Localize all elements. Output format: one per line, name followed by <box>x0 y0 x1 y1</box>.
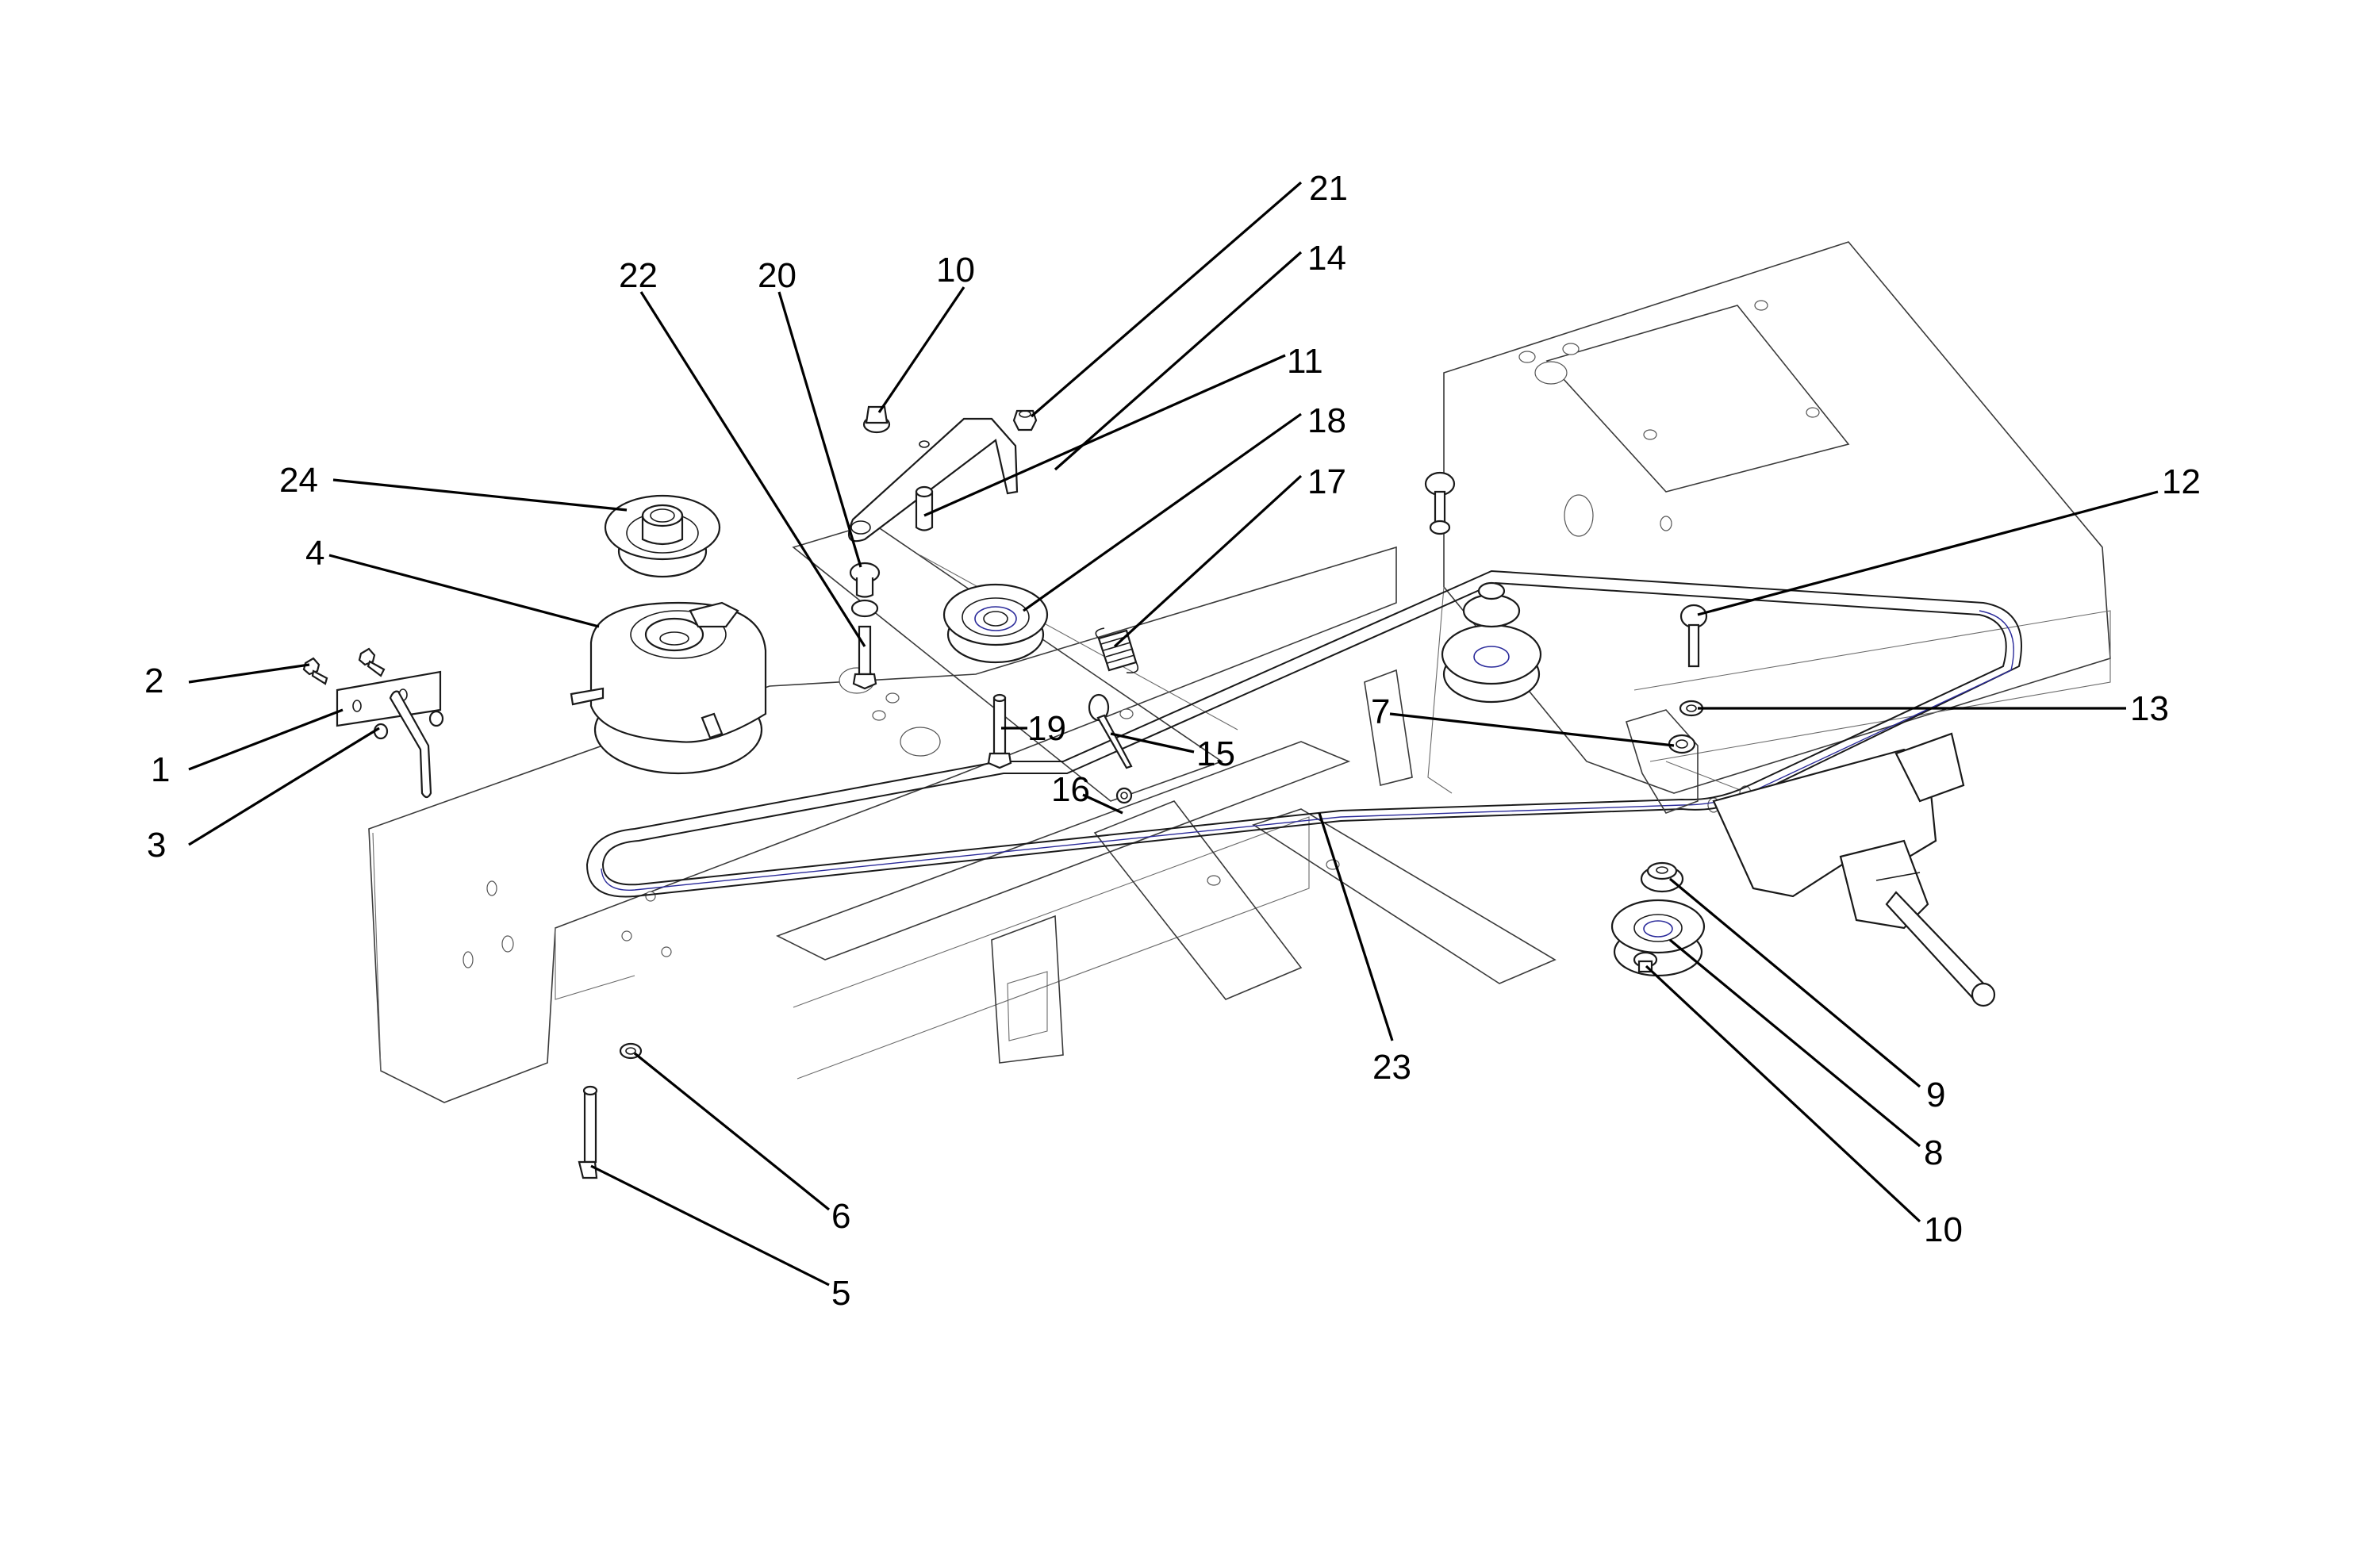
callout-label: 10 <box>1924 1210 1963 1249</box>
callout-label: 17 <box>1307 462 1346 501</box>
callout-10-bottom: 10 <box>1645 964 1963 1249</box>
callout-13: 13 <box>1698 689 2169 728</box>
callout-label: 1 <box>151 750 170 789</box>
callout-19: 19 <box>1001 709 1066 748</box>
callout-label: 10 <box>936 251 975 290</box>
callout-label: 5 <box>831 1274 850 1313</box>
hex-nut-21 <box>1012 409 1038 431</box>
callout-label: 11 <box>1287 342 1323 381</box>
callout-6: 6 <box>633 1052 850 1236</box>
belt-guide-bracket <box>336 670 442 799</box>
washer-7 <box>1625 709 1699 814</box>
callout-17: 17 <box>1113 462 1346 648</box>
callouts: 22 20 10 21 14 11 18 17 <box>144 169 2201 1313</box>
callout-label: 22 <box>619 256 658 295</box>
callout-23: 23 <box>1318 812 1411 1087</box>
callout-1: 1 <box>151 708 344 789</box>
callout-label: 12 <box>2162 462 2201 501</box>
callout-label: 9 <box>1926 1076 1945 1114</box>
pulley-stack-right <box>1441 581 1542 704</box>
callout-18: 18 <box>1023 401 1346 612</box>
callout-label: 8 <box>1924 1133 1943 1172</box>
carriage-bolt-left <box>1424 471 1456 535</box>
callout-label: 2 <box>144 662 163 700</box>
eye-bolt <box>1088 693 1133 769</box>
callout-label: 7 <box>1371 692 1390 731</box>
flange-nut-10-top <box>862 405 891 434</box>
callout-14: 14 <box>1054 239 1346 471</box>
spacer-11 <box>915 485 934 531</box>
hex-bolts-2 <box>302 647 386 685</box>
callout-5: 5 <box>590 1164 850 1313</box>
extension-spring <box>1095 627 1139 674</box>
callout-16: 16 <box>1051 770 1123 815</box>
callout-label: 18 <box>1307 401 1346 440</box>
flange-nut-10-bottom <box>1633 951 1658 973</box>
callout-label: 23 <box>1372 1048 1411 1087</box>
callout-22: 22 <box>619 256 866 647</box>
engine-pulley <box>604 494 721 578</box>
callout-8: 8 <box>1668 938 1943 1172</box>
callout-21: 21 <box>1030 169 1348 418</box>
callout-label: 15 <box>1196 734 1235 773</box>
callout-4: 4 <box>305 534 600 628</box>
callout-3: 3 <box>147 727 380 865</box>
callout-label: 20 <box>758 256 797 295</box>
callout-label: 3 <box>147 826 166 865</box>
callout-24: 24 <box>279 461 628 512</box>
transaxle <box>1712 732 1996 1007</box>
callout-label: 19 <box>1027 709 1066 748</box>
hex-bolt-5 <box>578 1085 598 1179</box>
callout-10-top: 10 <box>877 251 975 413</box>
callout-label: 16 <box>1051 770 1090 809</box>
callout-20: 20 <box>758 256 862 568</box>
callout-label: 4 <box>305 534 324 573</box>
spacer-20 <box>849 562 881 618</box>
spacer-9 <box>1640 861 1684 893</box>
callout-label: 14 <box>1307 239 1346 278</box>
flat-idler-pulley <box>942 583 1049 664</box>
callout-11: 11 <box>923 342 1323 517</box>
v-idler-pulley <box>1610 899 1706 977</box>
nut-16 <box>1115 787 1133 804</box>
callout-9: 9 <box>1668 877 1945 1114</box>
callout-2: 2 <box>144 662 310 700</box>
electric-clutch <box>570 601 767 775</box>
carriage-bolt-12 <box>1679 604 1708 668</box>
callout-7: 7 <box>1371 692 1675 747</box>
callout-label: 13 <box>2130 689 2169 728</box>
callout-label: 24 <box>279 461 318 500</box>
shoulder-bolt-22 <box>852 625 877 690</box>
callout-label: 21 <box>1309 169 1348 208</box>
hex-bolt-19 <box>987 693 1012 769</box>
callout-15: 15 <box>1110 732 1235 773</box>
callout-12: 12 <box>1697 462 2201 616</box>
callout-label: 6 <box>831 1197 850 1236</box>
